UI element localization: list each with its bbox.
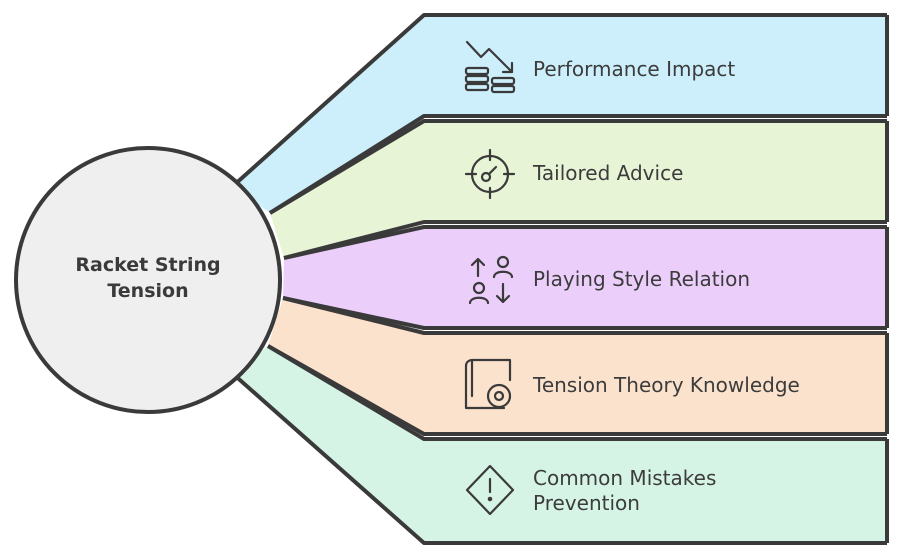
band-4-fill bbox=[268, 298, 887, 434]
center-label-line-1: Racket String bbox=[75, 254, 221, 276]
branch-2-line-1: Tailored Advice bbox=[533, 161, 684, 185]
branch-label-tailored-advice: Tailored Advice bbox=[533, 161, 683, 186]
branch-label-performance-impact: Performance Impact bbox=[533, 57, 735, 82]
book-disc-icon bbox=[464, 358, 512, 410]
branch-band-5 bbox=[230, 344, 887, 545]
center-label-line-2: Tension bbox=[107, 280, 189, 302]
branch-label-tension-theory-knowledge: Tension Theory Knowledge bbox=[533, 373, 800, 398]
center-node-circle bbox=[14, 146, 282, 414]
target-gauge-icon bbox=[464, 148, 516, 200]
branch-3-line-1: Playing Style Relation bbox=[533, 267, 751, 291]
branch-4-line-1: Tension Theory Knowledge bbox=[533, 373, 800, 397]
warning-diamond-icon bbox=[465, 464, 515, 516]
band-5-fill bbox=[232, 346, 887, 543]
band-3-fill bbox=[283, 227, 887, 328]
branch-label-common-mistakes-prevention: Common Mistakes Prevention bbox=[533, 466, 716, 516]
branch-1-line-1: Performance Impact bbox=[533, 57, 736, 81]
branch-5-line-2: Prevention bbox=[533, 491, 640, 515]
chart-down-coins-icon bbox=[464, 40, 516, 94]
branch-label-playing-style-relation: Playing Style Relation bbox=[533, 267, 750, 292]
branch-band-3 bbox=[282, 225, 887, 330]
band-5-outline bbox=[230, 344, 887, 545]
swap-users-icon bbox=[468, 255, 514, 305]
center-node-label: Racket String Tension bbox=[30, 252, 266, 304]
branch-5-line-1: Common Mistakes bbox=[533, 466, 717, 490]
band-2-fill bbox=[270, 121, 887, 258]
